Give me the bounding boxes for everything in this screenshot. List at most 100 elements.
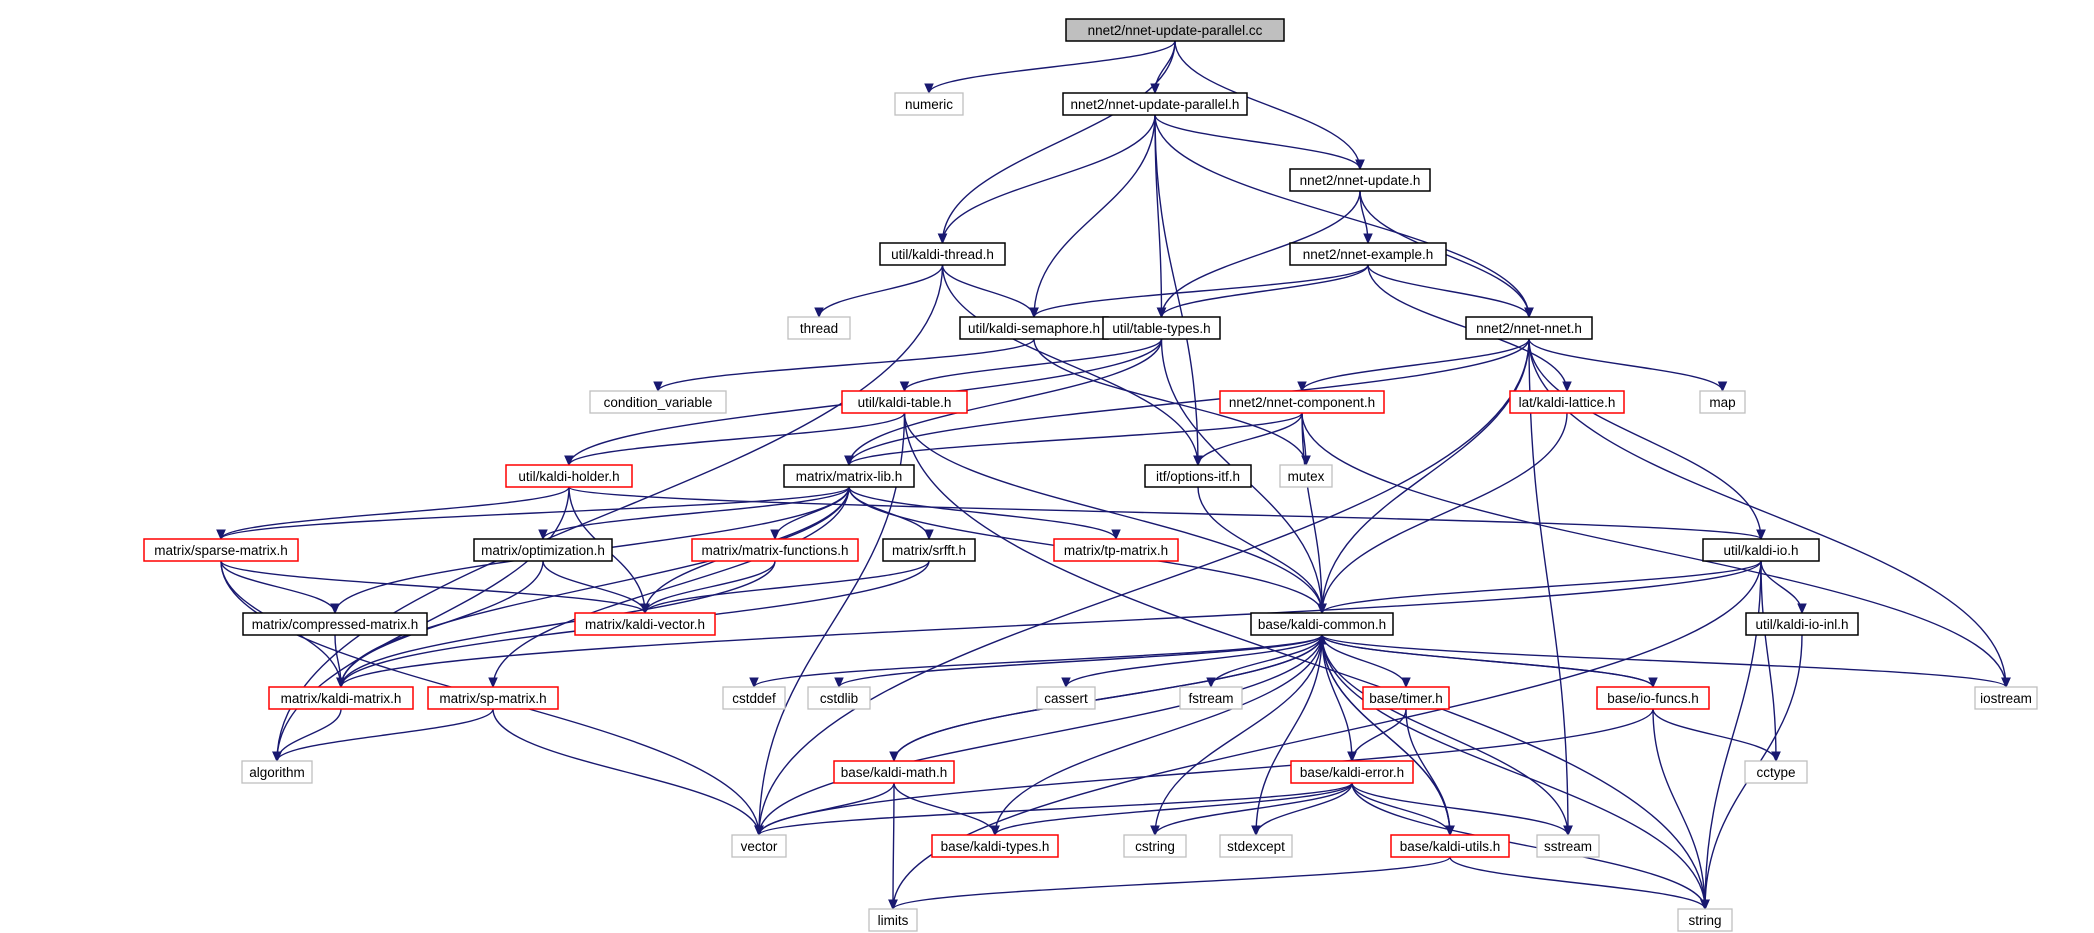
node-options-itf[interactable]: itf/options-itf.h [1144,464,1252,488]
node-kaldi-table[interactable]: util/kaldi-table.h [841,390,968,414]
node-timer[interactable]: base/timer.h [1362,686,1450,710]
node-fstream: fstream [1179,686,1243,710]
node-matrix-lib[interactable]: matrix/matrix-lib.h [783,464,915,488]
edge-kaldi_thread-thread [814,264,944,319]
node-io-funcs[interactable]: base/io-funcs.h [1596,686,1710,710]
node-label: base/timer.h [1369,691,1443,706]
edge-nnet_nnet-kaldi_common [1317,338,1530,615]
node-label: base/kaldi-common.h [1258,617,1386,632]
node-label: util/kaldi-semaphore.h [968,321,1100,336]
node-label: nnet2/nnet-update-parallel.cc [1088,23,1263,38]
edge-kaldi_utils-kaldi_common [1317,633,1451,836]
node-label: matrix/matrix-lib.h [796,469,903,484]
node-label: matrix/kaldi-matrix.h [281,691,402,706]
edge-kaldi_table-kaldi_holder [564,412,906,467]
edge-kaldi_holder-kaldi_io [568,486,1766,541]
edge-srfft-kaldi_vector [640,560,930,615]
node-kaldi-holder[interactable]: util/kaldi-holder.h [505,464,633,488]
node-kaldi-vector[interactable]: matrix/kaldi-vector.h [574,612,716,636]
node-label: matrix/matrix-functions.h [701,543,848,558]
node-label: matrix/tp-matrix.h [1064,543,1168,558]
edge-nnet_comp-matrix_lib [844,412,1303,467]
edge-options_itf-kaldi_common [1197,486,1327,615]
node-label: base/kaldi-types.h [941,839,1050,854]
edge-kaldi_error-stdexcept [1251,782,1353,837]
edge-root-numeric [924,40,1176,95]
node-label: vector [741,839,778,854]
edge-kaldi_math-limits [888,782,898,911]
node-label: numeric [905,97,953,112]
node-kaldi-utils[interactable]: base/kaldi-utils.h [1390,834,1510,858]
node-kaldi-io[interactable]: util/kaldi-io.h [1702,538,1820,562]
node-label: algorithm [249,765,305,780]
node-matrix-func[interactable]: matrix/matrix-functions.h [691,538,859,562]
edge-sp_matrix-algorithm [272,708,494,763]
node-optimization[interactable]: matrix/optimization.h [473,538,613,562]
node-label: matrix/sp-matrix.h [439,691,546,706]
node-nnet-update[interactable]: nnet2/nnet-update.h [1289,168,1431,192]
node-sp-matrix[interactable]: matrix/sp-matrix.h [427,686,559,710]
node-label: util/kaldi-io.h [1723,543,1798,558]
edge-timer-kaldi_error [1347,708,1407,763]
node-label: nnet2/nnet-update.h [1300,173,1421,188]
edge-nup_h-kaldi_sem [1029,114,1156,319]
node-kaldi-matrix[interactable]: matrix/kaldi-matrix.h [268,686,414,710]
node-label: cstring [1135,839,1175,854]
node-kaldi-math[interactable]: base/kaldi-math.h [833,760,955,784]
edge-sparse_matrix-kaldi_vector [220,560,650,615]
node-label: nnet2/nnet-update-parallel.h [1071,97,1240,112]
edge-kaldi_error-cstring [1150,782,1353,837]
node-label: mutex [1288,469,1325,484]
edge-nup_h-nnet_update [1154,114,1365,171]
edge-nnet_nnet-kaldi_io [1528,338,1766,541]
edge-kaldi_lattice-kaldi_common [1317,412,1568,615]
node-nnet-comp[interactable]: nnet2/nnet-component.h [1219,390,1385,414]
edge-nnet_example-kaldi_sem [1029,264,1369,319]
edge-nnet_example-table_types [1156,264,1369,319]
node-label: matrix/sparse-matrix.h [154,543,288,558]
node-stdexcept: stdexcept [1219,834,1293,858]
node-mutex: mutex [1279,464,1333,488]
node-root[interactable]: nnet2/nnet-update-parallel.cc [1065,18,1285,42]
node-kaldi-thread[interactable]: util/kaldi-thread.h [879,242,1006,266]
node-kaldi-lattice[interactable]: lat/kaldi-lattice.h [1509,390,1625,414]
node-map: map [1699,390,1746,414]
node-cstring: cstring [1123,834,1187,858]
node-nup-h[interactable]: nnet2/nnet-update-parallel.h [1062,92,1248,116]
node-kaldi-common[interactable]: base/kaldi-common.h [1250,612,1394,636]
node-sparse-matrix[interactable]: matrix/sparse-matrix.h [143,538,299,562]
edge-kaldi_error-sstream [1351,782,1573,837]
edge-kaldi_holder-sparse_matrix [216,486,570,541]
edge-kaldi_error-kaldi_types [990,782,1353,837]
node-kaldi-io-inl[interactable]: util/kaldi-io-inl.h [1745,612,1859,636]
node-kaldi-types[interactable]: base/kaldi-types.h [931,834,1059,858]
edge-kaldi_sem-cond_var [653,338,1035,393]
node-label: matrix/srfft.h [892,543,966,558]
edge-kaldi_common-stdexcept [1251,634,1323,837]
node-srfft[interactable]: matrix/srfft.h [882,538,976,562]
node-label: cassert [1044,691,1088,706]
edge-nnet_comp-iostream [1301,412,2011,689]
node-label: sstream [1544,839,1592,854]
edge-optimization-kaldi_vector [542,560,650,615]
node-label: map [1709,395,1735,410]
node-label: matrix/optimization.h [481,543,605,558]
edge-nnet_example-nnet_nnet [1367,264,1534,319]
node-table-types[interactable]: util/table-types.h [1102,316,1221,340]
node-label: nnet2/nnet-nnet.h [1476,321,1582,336]
node-compressed[interactable]: matrix/compressed-matrix.h [242,612,428,636]
node-kaldi-sem[interactable]: util/kaldi-semaphore.h [959,316,1109,340]
node-nnet-nnet[interactable]: nnet2/nnet-nnet.h [1465,316,1593,340]
node-tp-matrix[interactable]: matrix/tp-matrix.h [1053,538,1179,562]
edge-kaldi_io-kaldi_io_inl [1760,560,1807,615]
node-label: matrix/kaldi-vector.h [585,617,705,632]
node-label: util/kaldi-table.h [858,395,952,410]
node-sstream: sstream [1536,834,1600,858]
node-label: nnet2/nnet-example.h [1303,247,1434,262]
edge-matrix_lib-sparse_matrix [216,486,850,541]
node-nnet-example[interactable]: nnet2/nnet-example.h [1289,242,1447,266]
node-kaldi-error[interactable]: base/kaldi-error.h [1290,760,1414,784]
edge-nnet_comp-options_itf [1193,412,1303,467]
edge-io_funcs-cctype [1652,708,1781,763]
edge-kaldi_table-kaldi_common [903,412,1327,615]
